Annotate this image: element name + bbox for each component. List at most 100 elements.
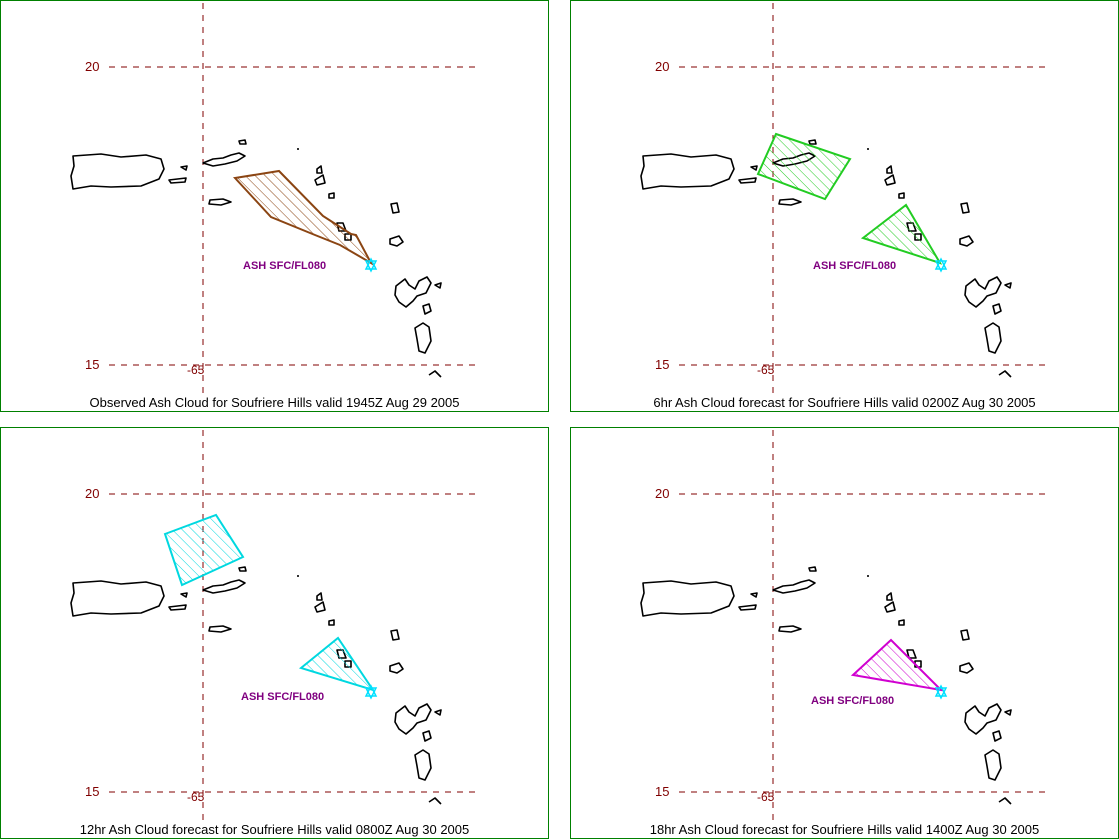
antigua-coast — [960, 629, 970, 641]
anegada-coast — [238, 139, 247, 145]
map-6hr: 20 15 -65 ASH SFC/FL080 — [640, 3, 1051, 393]
lat-20-label: 20 — [655, 59, 669, 74]
ash-cloud-polygon-south — [860, 203, 943, 265]
barbuda-coast — [959, 235, 974, 247]
barbuda-coast — [959, 662, 974, 674]
st-martin-coast — [884, 174, 896, 186]
guadeloupe-coast — [964, 703, 1002, 735]
volcano-icon — [934, 684, 948, 700]
puerto-rico-coast — [640, 580, 735, 617]
volcano-icon — [364, 257, 378, 273]
vieques-coast — [738, 604, 757, 611]
ash-level-label: ASH SFC/FL080 — [811, 695, 894, 707]
lat-15-label: 15 — [85, 784, 99, 799]
saba-coast — [328, 619, 335, 626]
ash-cloud-polygon-north — [756, 132, 852, 201]
lat-15-label: 15 — [655, 784, 669, 799]
st-kitts-coast — [906, 649, 917, 659]
lat-20-label: 20 — [655, 486, 669, 501]
barbuda-coast — [389, 662, 404, 674]
culebra-coast — [750, 165, 758, 171]
panel-caption: 18hr Ash Cloud forecast for Soufriere Hi… — [649, 822, 1040, 837]
volcano-icon — [934, 257, 948, 273]
anguilla-coast — [316, 165, 323, 174]
ash-cloud-polygon — [850, 638, 944, 692]
panel-18hr: 20 15 -65 ASH SFC/FL080 18hr A — [570, 427, 1119, 839]
st-martin-coast — [314, 174, 326, 186]
anegada-coast — [808, 139, 817, 145]
dominica-coast — [984, 322, 1002, 354]
vieques-coast — [168, 604, 187, 611]
martinique-coast — [428, 370, 442, 378]
coastlines — [640, 566, 1012, 805]
anegada-coast — [238, 566, 247, 572]
virgin-islands-coast — [772, 579, 816, 594]
lon-65-label: -65 — [757, 790, 775, 804]
puerto-rico-coast — [640, 153, 735, 190]
panel-observed: 20 15 -65 ASH SFC/FL080 Observ — [0, 0, 549, 412]
antigua-coast — [390, 202, 400, 214]
saba-coast — [898, 192, 905, 199]
ash-level-label: ASH SFC/FL080 — [241, 691, 324, 703]
lat-20-label: 20 — [85, 59, 99, 74]
saba-coast — [328, 192, 335, 199]
ash-cloud-polygon-north — [163, 513, 245, 587]
guadeloupe-coast — [394, 703, 432, 735]
lon-65-label: -65 — [187, 363, 205, 377]
marie-galante-coast — [992, 730, 1002, 742]
virgin-islands-coast — [202, 579, 246, 594]
culebra-coast — [750, 592, 758, 598]
guadeloupe-coast — [964, 276, 1002, 308]
guadeloupe-coast — [394, 276, 432, 308]
map-18hr: 20 15 -65 ASH SFC/FL080 — [640, 430, 1051, 820]
dominica-coast — [414, 749, 432, 781]
anguilla-coast — [886, 165, 893, 174]
st-croix-coast — [778, 198, 802, 206]
martinique-coast — [998, 370, 1012, 378]
vieques-coast — [738, 177, 757, 184]
lat-20-label: 20 — [85, 486, 99, 501]
marie-galante-coast — [992, 303, 1002, 315]
st-martin-coast — [314, 601, 326, 613]
volcano-icon — [364, 684, 378, 700]
lat-15-label: 15 — [655, 357, 669, 372]
anguilla-coast — [316, 592, 323, 601]
saba-coast — [898, 619, 905, 626]
st-croix-coast — [208, 625, 232, 633]
map-observed: 20 15 -65 ASH SFC/FL080 — [70, 3, 481, 393]
ash-cloud-polygon — [232, 169, 374, 266]
panel-6hr: 20 15 -65 ASH SFC/FL080 6 — [570, 0, 1119, 412]
antigua-coast — [390, 629, 400, 641]
vieques-coast — [168, 177, 187, 184]
lon-65-label: -65 — [757, 363, 775, 377]
ash-cloud-polygon-south — [298, 636, 376, 692]
panel-12hr: 20 15 -65 ASH SFC/FL080 1 — [0, 427, 549, 839]
martinique-coast — [998, 797, 1012, 805]
lon-65-label: -65 — [187, 790, 205, 804]
virgin-islands-coast — [202, 152, 246, 167]
lat-15-label: 15 — [85, 357, 99, 372]
desirade-coast — [434, 282, 442, 289]
dominica-coast — [414, 322, 432, 354]
st-croix-coast — [208, 198, 232, 206]
desirade-coast — [434, 709, 442, 716]
ash-level-label: ASH SFC/FL080 — [813, 260, 896, 272]
barbuda-coast — [389, 235, 404, 247]
culebra-coast — [180, 165, 188, 171]
anguilla-coast — [886, 592, 893, 601]
coastlines — [70, 566, 442, 805]
anegada-coast — [808, 566, 817, 572]
panel-caption: 6hr Ash Cloud forecast for Soufriere Hil… — [653, 395, 1036, 410]
dominica-coast — [984, 749, 1002, 781]
martinique-coast — [428, 797, 442, 805]
antigua-coast — [960, 202, 970, 214]
panel-caption: Observed Ash Cloud for Soufriere Hills v… — [89, 395, 460, 410]
puerto-rico-coast — [70, 580, 165, 617]
st-croix-coast — [778, 625, 802, 633]
map-12hr: 20 15 -65 ASH SFC/FL080 — [70, 430, 481, 820]
st-martin-coast — [884, 601, 896, 613]
ash-level-label: ASH SFC/FL080 — [243, 260, 326, 272]
marie-galante-coast — [422, 730, 432, 742]
desirade-coast — [1004, 709, 1012, 716]
culebra-coast — [180, 592, 188, 598]
